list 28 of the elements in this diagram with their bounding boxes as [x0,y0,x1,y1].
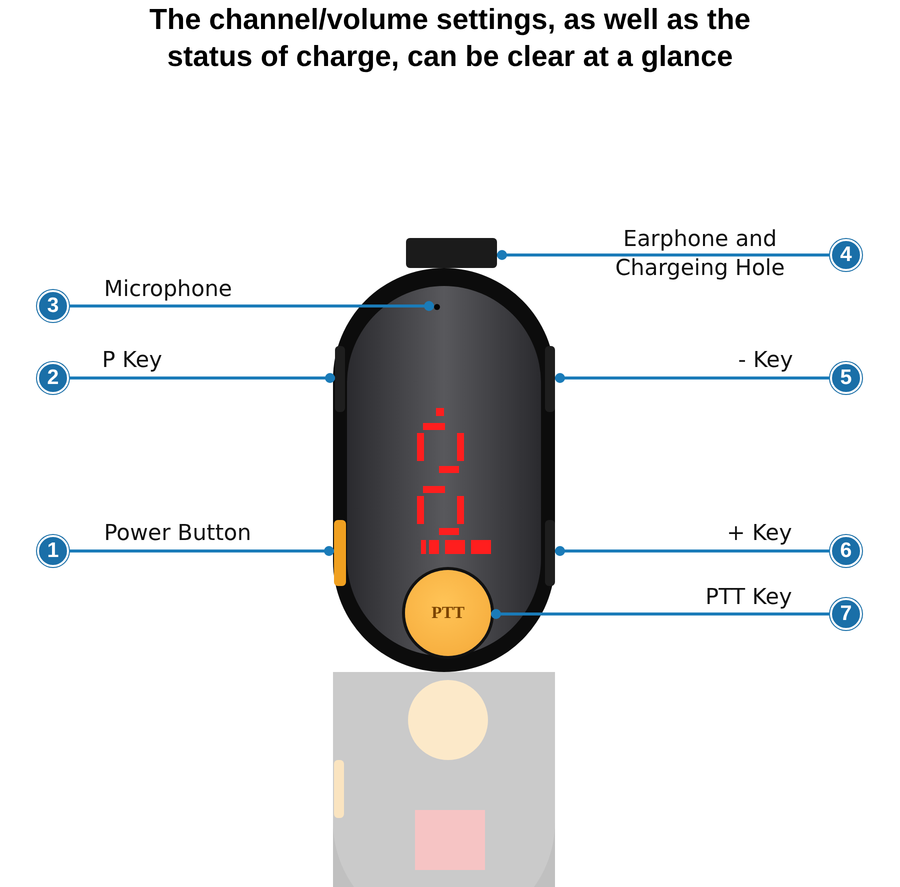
leader-line [555,373,830,383]
leader-line [497,250,830,260]
callout-number: 3 [37,290,69,322]
earphone-jack [406,238,497,268]
callout-label: Power Button [104,520,252,548]
side-key [545,520,555,586]
callout-label: P Key [102,347,162,375]
walkie-talkie-drawing [333,268,555,672]
callout-number: 6 [830,535,862,567]
callout-label: PTT Key [705,584,792,612]
leader-line [491,609,830,619]
leader-line [555,546,830,556]
leader-line [69,373,335,383]
power-button [334,520,346,586]
leader-line [69,546,334,556]
callout-number: 7 [830,598,862,630]
callout-label: + Key [726,520,792,548]
callout-number: 5 [830,362,862,394]
leader-line [69,301,434,311]
callout-number: 2 [37,362,69,394]
side-key [545,346,555,412]
side-key [335,346,345,412]
callout-label: Microphone [104,276,232,304]
callout-label: - Key [738,347,793,375]
callout-label: Earphone and Chargeing Hole [614,226,786,283]
title: The channel/volume settings, as well as the status of charge, can be clear at a glance [148,3,752,75]
callout-number: 1 [37,535,69,567]
callout-number: 4 [830,239,862,271]
